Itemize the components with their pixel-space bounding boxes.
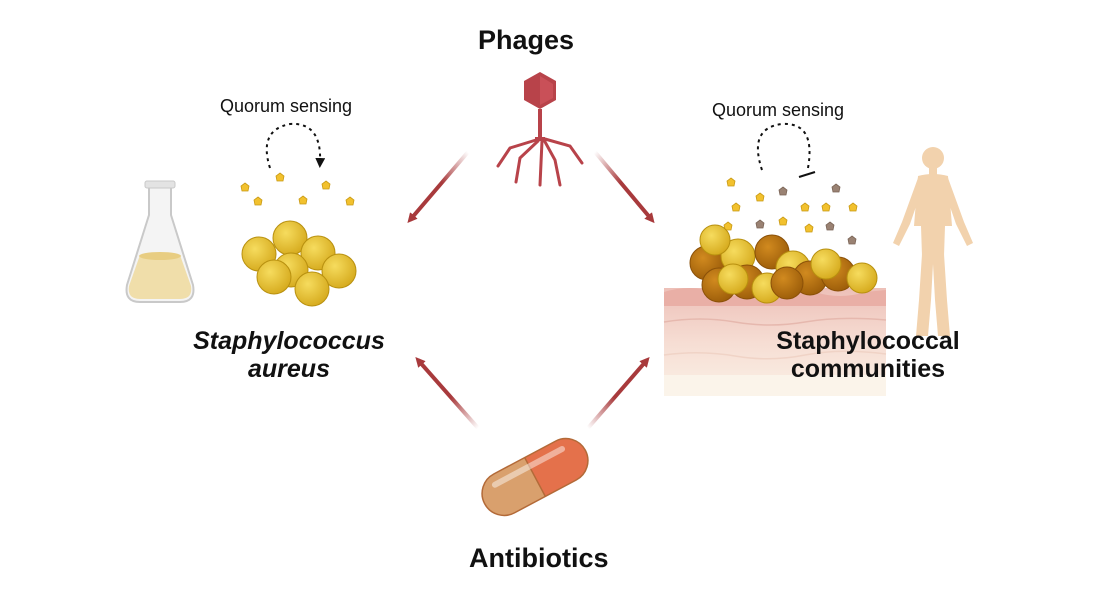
human-figure-icon	[893, 147, 973, 336]
arrow-phages-to-communities	[593, 150, 655, 224]
signal-molecules-left	[240, 172, 355, 206]
staphylococcal-community-cluster	[689, 224, 878, 304]
erlenmeyer-flask-icon	[125, 180, 195, 303]
bacteriophage-icon	[496, 72, 584, 187]
quorum-loop-right	[757, 122, 816, 178]
signal-molecules-right	[723, 177, 858, 245]
arrow-antibiotics-to-communities	[586, 356, 650, 430]
quorum-loop-left	[265, 122, 326, 169]
staphylococcus-cluster	[241, 220, 357, 307]
antibiotics-title: Antibiotics	[469, 543, 609, 573]
community-line1: Staphylococcal	[776, 327, 960, 355]
staphylococcal-communities-label: Staphylococcal communities	[770, 327, 966, 383]
phages-title: Phages	[478, 25, 575, 55]
organism-line2: aureus	[248, 355, 330, 383]
quorum-sensing-left-label: Quorum sensing	[220, 96, 353, 116]
staphylococcus-aureus-label: Staphylococcus aureus	[186, 327, 392, 383]
organism-line1: Staphylococcus	[193, 327, 385, 355]
capsule-icon	[481, 437, 589, 517]
arrow-antibiotics-to-aureus	[415, 357, 480, 430]
community-line2: communities	[790, 355, 946, 383]
quorum-sensing-right-label: Quorum sensing	[712, 100, 845, 120]
arrow-phages-to-aureus	[407, 150, 470, 224]
